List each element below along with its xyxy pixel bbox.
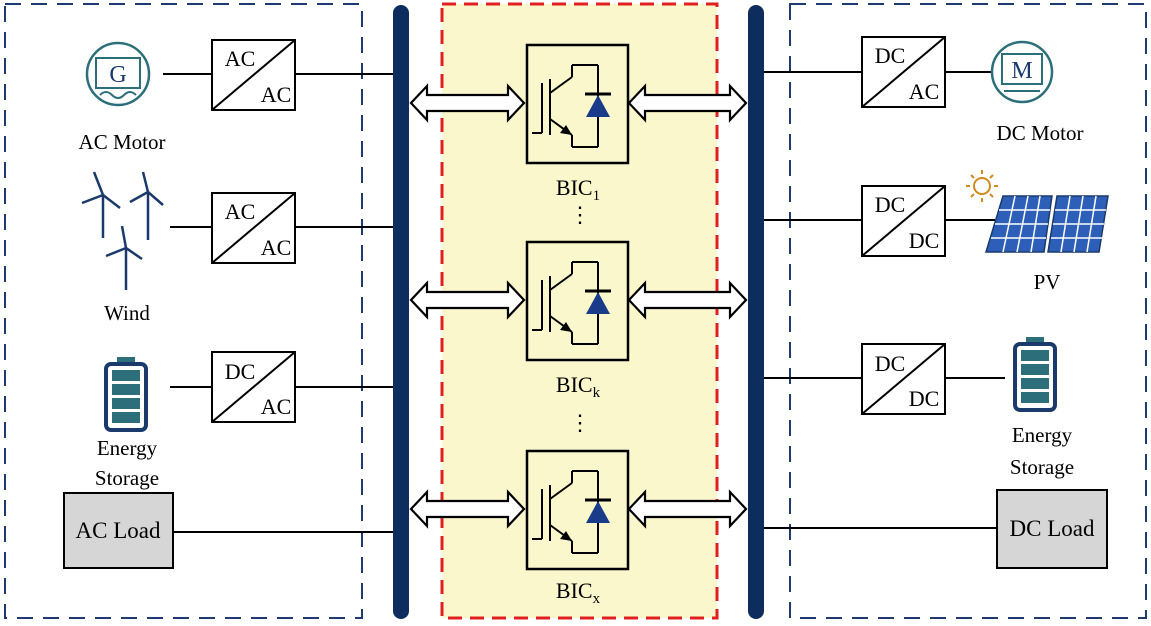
dc-motor-row: DC AC M DC Motor (764, 36, 1084, 145)
ellipsis-dots: ⋮ (569, 410, 591, 435)
converter-input: DC (225, 359, 256, 384)
dc-dc-converter-dc3: DC DC (861, 343, 946, 415)
left-power-flow-arrow (409, 83, 526, 123)
generator-symbol: G (109, 62, 126, 88)
ac-ac-converter-1: AC AC (211, 39, 296, 111)
dc-ac-converter-3: DC AC (211, 351, 296, 423)
bic-label-subscript: k (593, 385, 601, 401)
wind-row: Wind AC AC (81, 171, 393, 325)
dc-ac-converter-dc1: DC AC (861, 36, 946, 108)
dc-load-box (996, 489, 1108, 569)
left-power-flow-arrow (409, 489, 526, 529)
ac-load-box (63, 492, 174, 569)
bic-label: BIC1 (556, 175, 600, 204)
storage-label-line1: Energy (97, 436, 158, 460)
generator-icon: G (85, 41, 151, 107)
wind-label: Wind (104, 301, 150, 325)
pv-row: DC DC (764, 170, 1109, 294)
ac-load-row: AC Load (63, 492, 393, 569)
pv-label: PV (1034, 270, 1061, 294)
ellipsis-dots: ⋮ (569, 202, 591, 227)
bic-label-subscript: x (593, 591, 601, 607)
ac-storage-row: Energy Storage DC AC (95, 351, 393, 490)
motor-icon: M (990, 40, 1054, 104)
converter-output: DC (909, 386, 940, 411)
battery-icon (1013, 337, 1057, 412)
wind-turbine-icon (81, 171, 164, 290)
ac-load-label: AC Load (76, 518, 161, 543)
converter-input: DC (875, 43, 906, 68)
converter-input: DC (875, 192, 906, 217)
converter-output: AC (261, 394, 292, 419)
dc-load-label: DC Load (1010, 516, 1095, 541)
right-power-flow-arrow (627, 489, 748, 529)
bic-block-k: BICk (409, 240, 748, 401)
converter-output: DC (909, 228, 940, 253)
converter-input: DC (875, 351, 906, 376)
right-power-flow-arrow (627, 280, 748, 320)
ac-side-region (4, 3, 363, 619)
converter-input: AC (225, 46, 256, 71)
battery-icon (104, 357, 148, 432)
bic-layer: BIC1⋮BICk⋮BICx (409, 43, 748, 607)
dc-dc-converter-dc2: DC DC (861, 185, 946, 257)
solar-panel-icon (984, 195, 1109, 253)
storage-label-line2: Storage (95, 466, 159, 490)
ac-ac-converter-2: AC AC (211, 192, 296, 264)
dc-load-row: DC Load (764, 489, 1108, 569)
bic-block-1: BIC1 (409, 43, 748, 204)
sun-icon (966, 170, 998, 202)
bic-label-name: BIC (556, 578, 593, 603)
bic-label: BICk (556, 372, 601, 401)
ac-motor-label: AC Motor (79, 130, 166, 154)
ac-bus (393, 5, 409, 619)
bic-block-x: BICx (409, 449, 748, 607)
dc-motor-label: DC Motor (997, 121, 1084, 145)
bic-label: BICx (556, 578, 601, 607)
left-power-flow-arrow (409, 280, 526, 320)
converter-output: AC (261, 82, 292, 107)
dc-storage-row: DC DC Energy Storage (764, 337, 1074, 479)
converter-input: AC (225, 199, 256, 224)
bic-label-name: BIC (556, 175, 593, 200)
ac-motor-row: G AC Motor AC AC (79, 39, 393, 154)
storage-label-line1: Energy (1012, 423, 1073, 447)
converter-output: AC (261, 235, 292, 260)
bic-label-name: BIC (556, 372, 593, 397)
storage-label-line2: Storage (1010, 455, 1074, 479)
right-power-flow-arrow (627, 83, 748, 123)
converter-output: AC (909, 79, 940, 104)
bic-label-subscript: 1 (593, 188, 601, 204)
motor-symbol: M (1011, 58, 1032, 84)
dc-side-region (789, 3, 1147, 619)
dc-bus (748, 5, 764, 619)
